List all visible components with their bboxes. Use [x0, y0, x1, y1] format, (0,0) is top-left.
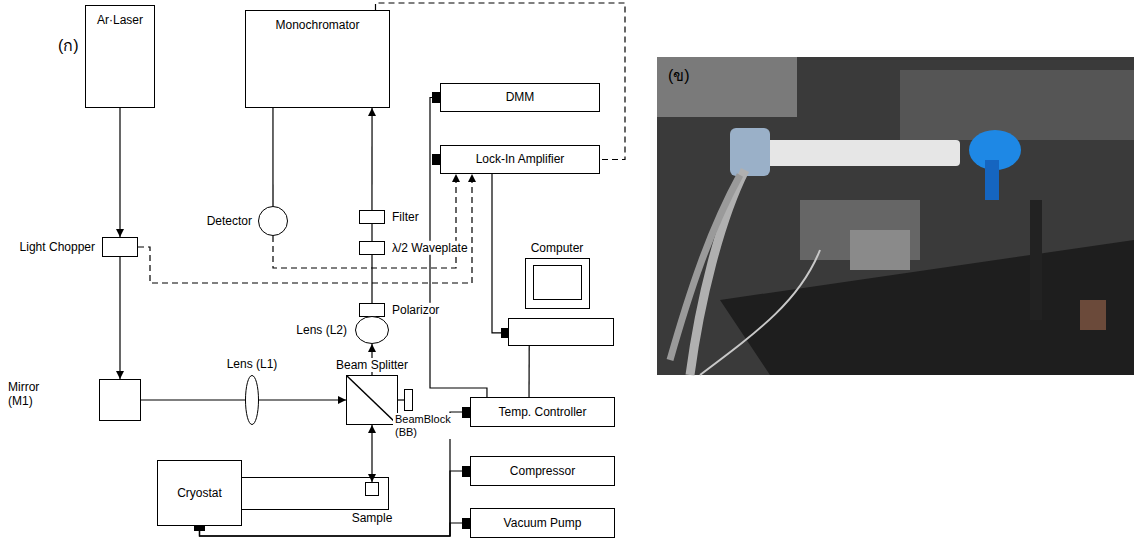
connector-tab — [501, 328, 508, 338]
sample-square: Sample — [365, 482, 379, 496]
node-text: Lens (L1) — [225, 357, 280, 371]
node-text: BeamBlock (BB) — [393, 413, 457, 439]
cryostat-box: Cryostat — [157, 460, 242, 526]
beam-splitter: Beam Splitter — [346, 375, 398, 425]
cryostat-head — [730, 128, 770, 176]
detector-outline — [258, 206, 288, 236]
connector-line — [141, 399, 245, 400]
laser-box: Ar·Laser — [85, 5, 155, 108]
instrument-box: Vacuum Pump — [470, 508, 615, 538]
node-text: DMM — [506, 90, 535, 104]
optic-element: Filter — [359, 210, 385, 224]
connector-line — [371, 425, 372, 482]
chopper-box: Light Chopper — [102, 237, 138, 257]
node-text: Lock-In Amplifier — [476, 152, 565, 166]
node-text: Vacuum Pump — [504, 516, 582, 530]
panel-label: (ข) — [668, 67, 690, 84]
instrument-box: Compressor — [470, 456, 615, 486]
hair-dryer-handle — [985, 160, 999, 200]
node-text: Monochromator — [275, 18, 359, 32]
connector-tab — [432, 154, 440, 165]
connector-line — [492, 174, 508, 333]
splitter-diagonal — [347, 376, 397, 424]
ellipse-outline — [356, 317, 389, 344]
panel-label: (ก) — [58, 37, 79, 54]
lab-jack — [850, 230, 910, 270]
beam-block: BeamBlock (BB) — [404, 389, 413, 411]
screen — [534, 266, 582, 300]
circle-outline — [259, 207, 288, 236]
node-text: Mirror (M1) — [6, 380, 54, 409]
cryostat-arm — [242, 478, 389, 510]
optic-element: λ/2 Waveplate — [359, 241, 385, 255]
computer-icon: Computer — [508, 258, 614, 346]
photo-ground — [657, 57, 1134, 375]
monitor — [526, 259, 590, 309]
lens-outline — [355, 316, 389, 344]
cryostat-tube — [760, 140, 960, 166]
node-text: Lens (L2) — [294, 323, 349, 337]
node-text: Ar·Laser — [97, 13, 143, 27]
steel-hose — [670, 175, 740, 360]
node-text: Compressor — [510, 464, 575, 478]
photo-wall — [657, 57, 797, 117]
connector-line — [371, 108, 372, 210]
node-text: Cryostat — [177, 486, 222, 500]
computer-base — [509, 319, 614, 346]
node-text: Detector — [205, 214, 254, 228]
node-text: Polarizor — [390, 303, 441, 317]
signal-line — [138, 174, 472, 283]
mirror-box: Mirror (M1) — [99, 379, 141, 421]
connector-line — [528, 346, 529, 397]
lens-ellipse: Lens (L1) — [245, 375, 259, 425]
node-text: λ/2 Waveplate — [390, 241, 470, 255]
optic-element: Polarizor — [359, 303, 385, 317]
instrument-box: Lock-In Amplifier — [440, 145, 600, 174]
signal-line — [376, 3, 626, 160]
cable — [700, 250, 820, 375]
node-text: Beam Splitter — [334, 358, 410, 372]
splitter-outline — [347, 376, 397, 424]
post — [1030, 200, 1042, 320]
connector-line — [259, 399, 346, 400]
node-text: Computer — [529, 241, 586, 255]
lens-ellipse: Lens (L2) — [355, 316, 389, 344]
node-text: Temp. Controller — [498, 405, 586, 419]
connector-line — [272, 108, 273, 206]
instrument-box: DMM — [440, 83, 600, 112]
monochromator-box: Monochromator — [245, 10, 390, 108]
connector-line — [371, 224, 372, 241]
photo-equipment — [900, 70, 1134, 140]
block — [1080, 300, 1106, 330]
lab-photo — [657, 57, 1134, 375]
ellipse-outline — [246, 376, 259, 425]
node-text: Light Chopper — [18, 240, 97, 254]
connector-line — [119, 257, 120, 379]
instrument-box: Temp. Controller — [470, 397, 615, 427]
node-text: Filter — [390, 210, 421, 224]
lens-outline — [245, 375, 259, 425]
node-text: Sample — [350, 511, 395, 525]
connector-line — [119, 108, 120, 237]
connector-line — [371, 255, 372, 303]
computer-outline — [508, 258, 614, 346]
detector-circle: Detector — [258, 206, 288, 236]
